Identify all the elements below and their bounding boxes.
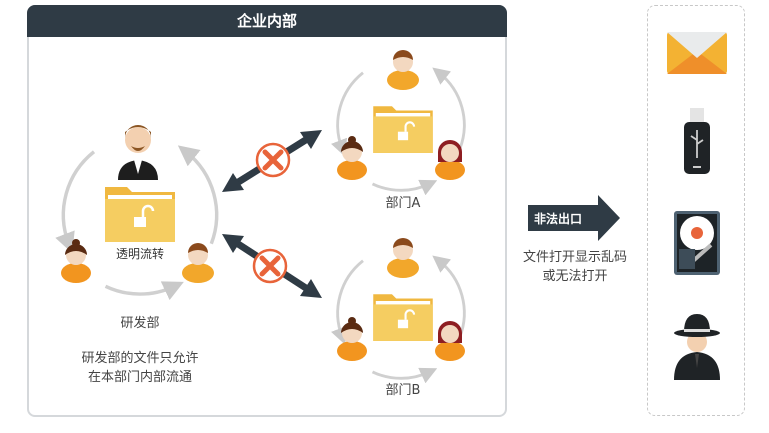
dept-b-member-top-icon xyxy=(387,238,419,278)
illegal-exit-arrow-icon xyxy=(528,195,620,241)
rnd-note-line2: 在本部门内部流通 xyxy=(87,370,193,385)
rnd-member-left-icon xyxy=(61,239,91,283)
illegal-channels-panel xyxy=(647,5,745,416)
spy-icon xyxy=(674,314,720,380)
dept-a-folder-icon xyxy=(372,105,434,155)
dept-b-member-left-icon xyxy=(337,317,367,361)
dept-a-name: 部门A xyxy=(385,196,421,211)
dept-b-folder-icon xyxy=(372,293,434,343)
blocked-x-icon xyxy=(257,144,289,176)
rnd-folder-icon xyxy=(103,185,177,244)
panel-header: 企业内部 xyxy=(27,5,507,37)
rnd-member-right-icon xyxy=(182,243,214,283)
blocked-x-icon xyxy=(254,250,286,282)
usb-drive-icon xyxy=(684,108,710,174)
email-icon xyxy=(667,32,727,74)
exit-result-line1: 文件打开显示乱码 xyxy=(522,250,628,265)
illegal-exit-label: 非法出口 xyxy=(534,212,583,226)
manager-avatar-icon xyxy=(118,125,158,180)
dept-b-name: 部门B xyxy=(385,383,421,398)
hard-disk-icon xyxy=(674,211,720,275)
rnd-note-line1: 研发部的文件只允许 xyxy=(81,351,199,366)
exit-result-line2: 或无法打开 xyxy=(542,269,608,284)
rnd-folder-label: 透明流转 xyxy=(115,247,165,261)
rnd-dept-name: 研发部 xyxy=(120,316,160,331)
dept-b-member-right-icon xyxy=(435,321,465,361)
dept-a-member-top-icon xyxy=(387,50,419,90)
